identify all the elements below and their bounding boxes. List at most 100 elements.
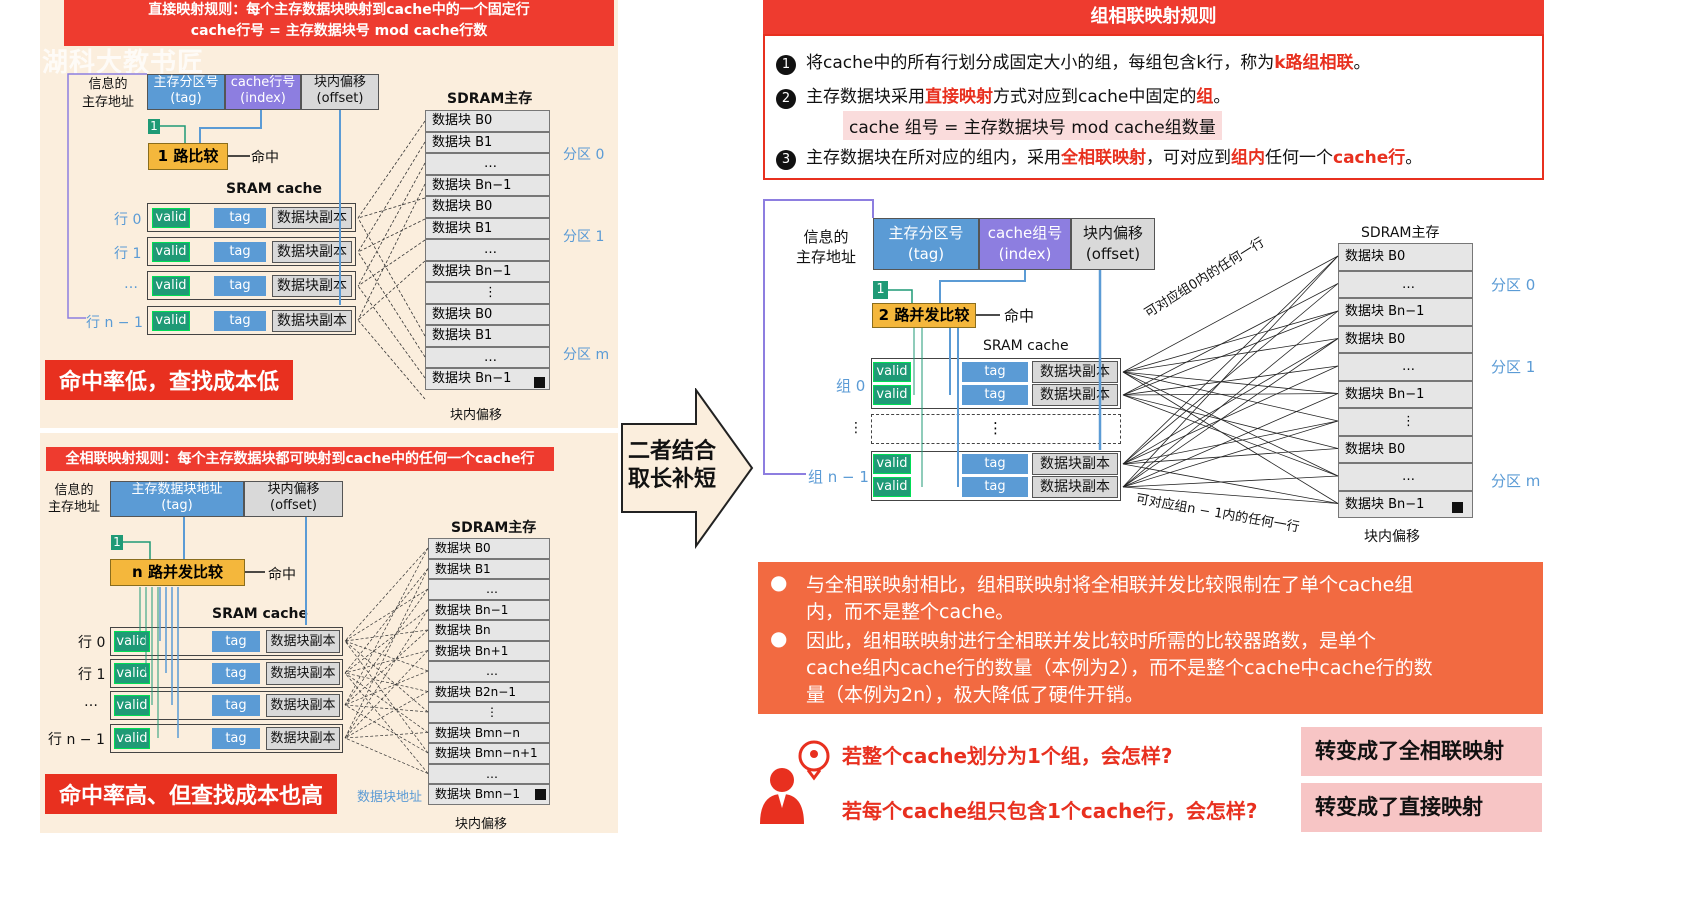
bullet-line-5: 量（本例为2n），极大降低了硬件开销。 — [806, 684, 1144, 706]
end-marker — [535, 789, 546, 800]
rule-3-mid2: 任何一个 — [1265, 148, 1333, 168]
connector-line — [1122, 310, 1339, 396]
memory-block-cell: … — [428, 579, 550, 600]
memory-block-cell: 数据块 Bn−1 — [428, 599, 550, 620]
data-copy-cell: 数据块副本 — [1032, 361, 1118, 383]
connector-line — [1122, 365, 1339, 465]
valid-bit: valid — [152, 276, 190, 296]
connector-line — [1122, 310, 1339, 488]
bullet-line-2: 内，而不是整个cache。 — [806, 601, 1015, 623]
row-label-ellipsis: … — [124, 276, 138, 292]
tag-cell: tag — [962, 454, 1028, 474]
sram-cache-label: SRAM cache — [983, 338, 1069, 354]
memory-block-cell: 数据块 Bn−1 — [1338, 380, 1473, 408]
sdram-label: SDRAM主存 — [451, 520, 537, 536]
rule-number-2: 2 — [776, 89, 796, 109]
offset-field: 块内偏移 (offset) — [244, 481, 343, 517]
connector-line — [1122, 338, 1339, 465]
data-copy-cell: 数据块副本 — [1032, 453, 1118, 475]
partition-m-label: 分区 m — [563, 347, 610, 363]
memory-block-cell: … — [425, 239, 550, 261]
data-copy-cell: 数据块副本 — [266, 694, 340, 717]
bullet-line-3: 因此，组相联映射进行全相联并发比较时所需的比较器路数，是单个 — [806, 630, 1377, 652]
connector-line — [1122, 255, 1339, 465]
partition-m-label: 分区 m — [1491, 472, 1541, 490]
memory-block-cell: 数据块 B0 — [1338, 243, 1473, 271]
row-label-n-1: 行 n − 1 — [48, 732, 105, 748]
rule-2-text: 主存数据块采用 — [806, 87, 925, 107]
tag-cell: tag — [962, 477, 1028, 497]
memory-block-cell: 数据块 Bn−1 — [425, 260, 550, 282]
connector-line — [1122, 420, 1339, 465]
group-label-n-1: 组 n − 1 — [808, 468, 869, 486]
connector-line — [1122, 393, 1339, 488]
row-label-ellipsis: … — [84, 694, 98, 710]
connector-line — [1122, 255, 1339, 488]
valid-bit: valid — [873, 454, 911, 474]
tag-field: 主存分区号 (tag) — [147, 74, 225, 110]
connector-line — [888, 289, 913, 303]
connector-line — [1122, 338, 1339, 488]
summary-box — [758, 562, 1543, 714]
partition-1-label: 分区 1 — [1491, 358, 1536, 376]
memory-block-cell: … — [428, 661, 550, 682]
row-label-1: 行 1 — [78, 667, 106, 683]
memory-block-cell: 数据块 B1 — [425, 131, 550, 153]
thinking-person-icon — [760, 740, 830, 824]
memory-block-cell: 数据块 Bn−1 — [1338, 298, 1473, 326]
valid-bit: valid — [873, 477, 911, 497]
connector-line — [1122, 338, 1339, 373]
hit-label: 命中 — [251, 150, 279, 166]
group-term: 组 — [1196, 87, 1214, 107]
sram-cache-label: SRAM cache — [226, 181, 323, 197]
cache-group-n-1 — [871, 451, 1121, 501]
row-label-n-1: 行 n − 1 — [86, 315, 143, 331]
connector-line — [1122, 371, 1339, 504]
cache-line-term: cache行 — [1333, 148, 1406, 168]
note-group-n-1: 可对应组n − 1内的任何一行 — [1134, 491, 1301, 536]
rule-number-3: 3 — [776, 150, 796, 170]
data-copy-cell: 数据块副本 — [272, 241, 352, 263]
direct-mapping-title: 直接映射规则：每个主存数据块映射到cache中的一个固定行 cache行号 = … — [64, 0, 614, 46]
valid-bit: valid — [114, 663, 150, 684]
cache-row-1 — [110, 659, 343, 688]
cache-row-0 — [110, 627, 343, 656]
rules-box — [763, 34, 1544, 180]
memory-block-cell: 数据块 Bmn−n — [428, 722, 550, 743]
connector-line — [1122, 371, 1339, 477]
compare-input-one: 1 — [111, 535, 123, 550]
combine-text: 二者结合 取长补短 — [627, 439, 716, 492]
hit-label: 命中 — [268, 567, 296, 583]
memory-block-cell: 数据块 Bmn−1 — [428, 784, 550, 805]
compare-input-one: 1 — [148, 119, 160, 134]
valid-bit: valid — [114, 631, 150, 652]
data-copy-cell: 数据块副本 — [272, 207, 352, 229]
sdram-label: SDRAM主存 — [447, 91, 533, 107]
direct-formula-line: cache行号 = 主存数据块号 mod cache行数 — [190, 23, 488, 39]
row-label-0: 行 0 — [114, 212, 142, 228]
memory-block-cell: … — [428, 763, 550, 784]
block-offset-label: 块内偏移 — [455, 817, 508, 832]
row-label-1: 行 1 — [114, 246, 142, 262]
n-way-comparator: n 路并发比较 — [110, 559, 245, 586]
connector-line — [1122, 448, 1339, 465]
row-label-0: 行 0 — [78, 635, 106, 651]
connector-line — [939, 270, 1026, 303]
tag-cell: tag — [212, 695, 260, 716]
memory-block-cell: 数据块 B0 — [1338, 325, 1473, 353]
block-offset-label: 块内偏移 — [450, 408, 503, 423]
bullet-dot-1: ● — [770, 570, 788, 594]
cache-row-2 — [110, 691, 343, 720]
bullet-dot-2: ● — [770, 626, 788, 650]
sdram-label: SDRAM主存 — [1361, 225, 1440, 241]
set-formula: cache 组号 = 主存数据块号 mod cache组数量 — [843, 111, 1222, 140]
memory-block-cell: 数据块 Bn — [428, 620, 550, 641]
memory-block-cell: … — [1338, 463, 1473, 491]
memory-block-cell: … — [425, 153, 550, 175]
data-copy-cell: 数据块副本 — [1032, 476, 1118, 498]
tag-cell: tag — [962, 385, 1028, 405]
question-2: 若每个cache组只包含1个cache行，会怎样? — [842, 799, 1258, 823]
